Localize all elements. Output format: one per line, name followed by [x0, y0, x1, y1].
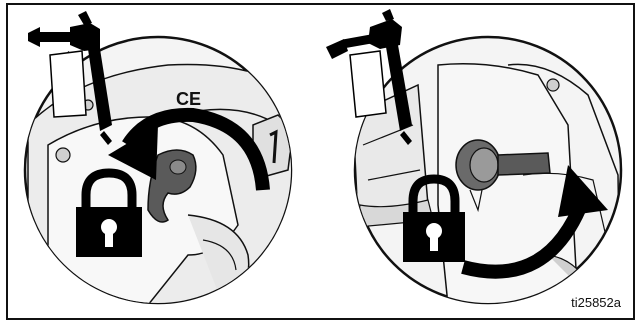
figure-reference-code: ti25852a: [571, 295, 621, 310]
figure-illustration: CE: [8, 5, 637, 322]
ce-mark: CE: [176, 89, 201, 109]
figure-frame: CE: [6, 3, 635, 320]
